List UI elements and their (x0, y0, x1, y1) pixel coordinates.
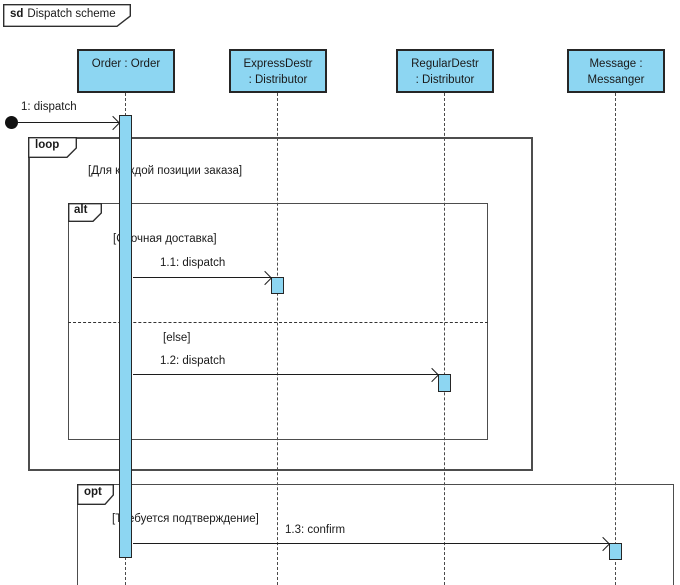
lifeline-messanger (615, 93, 616, 585)
message-1-3-line (133, 543, 609, 544)
opt-operator-tag: opt (77, 484, 114, 505)
lifeline-head-order-line1: Order : Order (91, 58, 161, 70)
lifeline-head-messanger-line2: Messanger (587, 74, 645, 86)
lifeline-head-messanger-line1: Message : (589, 58, 643, 70)
lifeline-head-express-destr: ExpressDestr : Distributor (229, 49, 327, 93)
alt-operand-divider (68, 322, 488, 323)
activation-order (119, 115, 132, 558)
pentagon-shape-icon (68, 203, 102, 222)
opt-operator-label: opt (84, 486, 102, 498)
lifeline-head-messanger: Message : Messanger (567, 49, 665, 93)
activation-express-destr (271, 277, 284, 294)
loop-guard: [Для каждой позиции заказа] (88, 165, 243, 177)
lifeline-head-regular-line2: : Distributor (415, 74, 475, 86)
alt-guard-else: [else] (163, 332, 191, 344)
alt-frame (68, 203, 488, 440)
diagram-name: Dispatch scheme (27, 8, 116, 20)
alt-operator-tag: alt (68, 203, 102, 222)
lifeline-head-express-line1: ExpressDestr (243, 58, 313, 70)
lifeline-regular-destr (444, 93, 445, 585)
pentagon-shape-icon (28, 137, 77, 158)
message-1-open-arrowhead-icon (105, 115, 121, 131)
activation-messanger (609, 543, 622, 560)
alt-guard-if: [Срочная доставка] (113, 233, 217, 245)
pentagon-shape-icon (3, 4, 131, 27)
found-message-circle-icon (5, 116, 18, 129)
message-1-label: 1: dispatch (21, 101, 77, 113)
sd-keyword: sd (10, 8, 24, 20)
lifeline-head-order: Order : Order (77, 49, 175, 93)
lifeline-head-express-line2: : Distributor (248, 74, 308, 86)
pentagon-shape-icon (77, 484, 114, 505)
lifeline-head-regular-line1: RegularDestr (411, 58, 479, 70)
message-1-1-label: 1.1: dispatch (160, 257, 226, 269)
alt-operator-label: alt (74, 204, 88, 216)
loop-operator-label: loop (35, 139, 60, 151)
loop-frame (28, 137, 533, 471)
loop-operator-tag: loop (28, 137, 77, 158)
message-1-2-label: 1.2: dispatch (160, 355, 226, 367)
message-1-1-line (133, 277, 271, 278)
activation-regular-destr (438, 374, 451, 392)
message-1-3-label: 1.3: confirm (285, 524, 346, 536)
lifeline-express-destr (277, 93, 278, 585)
lifeline-head-regular-destr: RegularDestr : Distributor (396, 49, 494, 93)
opt-guard: [Требуется подтверждение] (112, 513, 259, 525)
message-1-line (18, 122, 119, 123)
opt-frame (77, 484, 674, 585)
message-1-2-line (133, 374, 438, 375)
